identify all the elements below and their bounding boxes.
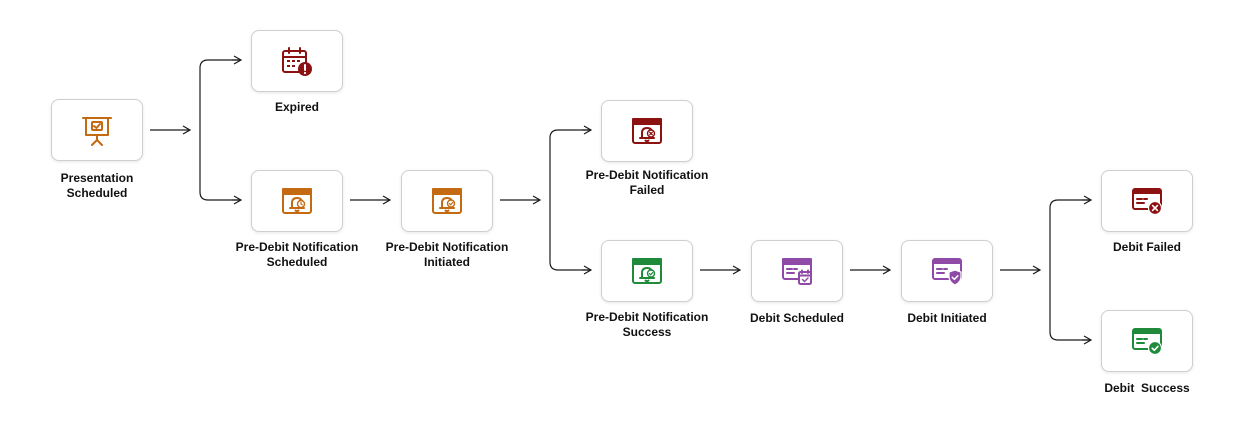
- node-debit-scheduled[interactable]: [751, 240, 843, 302]
- bell-clock-card-icon: [280, 184, 314, 218]
- node-presentation-scheduled[interactable]: [51, 99, 143, 161]
- label-pdn-success: Pre-Debit Notification Success: [585, 310, 709, 339]
- calendar-alert-icon: [280, 44, 314, 78]
- label-debit-initiated: Debit Initiated: [907, 311, 987, 325]
- card-check-icon: [1130, 324, 1164, 358]
- presentation-board-icon: [80, 113, 114, 147]
- node-pdn-scheduled[interactable]: [251, 170, 343, 232]
- node-pdn-initiated[interactable]: [401, 170, 493, 232]
- bell-x-card-icon: [630, 114, 664, 148]
- branch-connector-2: [549, 129, 590, 271]
- label-pdn-failed: Pre-Debit Notification Failed: [585, 168, 709, 197]
- node-pdn-success[interactable]: [601, 240, 693, 302]
- bell-check-card-icon: [430, 184, 464, 218]
- card-shield-icon: [930, 254, 964, 288]
- node-debit-failed[interactable]: [1101, 170, 1193, 232]
- branch-connector-1: [199, 59, 240, 201]
- label-debit-failed: Debit Failed: [1112, 240, 1181, 254]
- label-pdn-scheduled: Pre-Debit Notification Scheduled: [235, 240, 359, 269]
- node-pdn-failed[interactable]: [601, 100, 693, 162]
- node-debit-success[interactable]: [1101, 310, 1193, 372]
- node-debit-initiated[interactable]: [901, 240, 993, 302]
- node-expired[interactable]: [251, 30, 343, 92]
- label-presentation-scheduled: Presentation Scheduled: [60, 171, 134, 200]
- branch-connector-3: [1049, 199, 1090, 341]
- label-debit-success: Debit Success: [1104, 381, 1190, 395]
- label-debit-scheduled: Debit Scheduled: [749, 311, 844, 325]
- bell-check-card-icon: [630, 254, 664, 288]
- label-expired: Expired: [274, 100, 319, 114]
- label-pdn-initiated: Pre-Debit Notification Initiated: [385, 240, 509, 269]
- card-x-icon: [1130, 184, 1164, 218]
- card-calendar-icon: [780, 254, 814, 288]
